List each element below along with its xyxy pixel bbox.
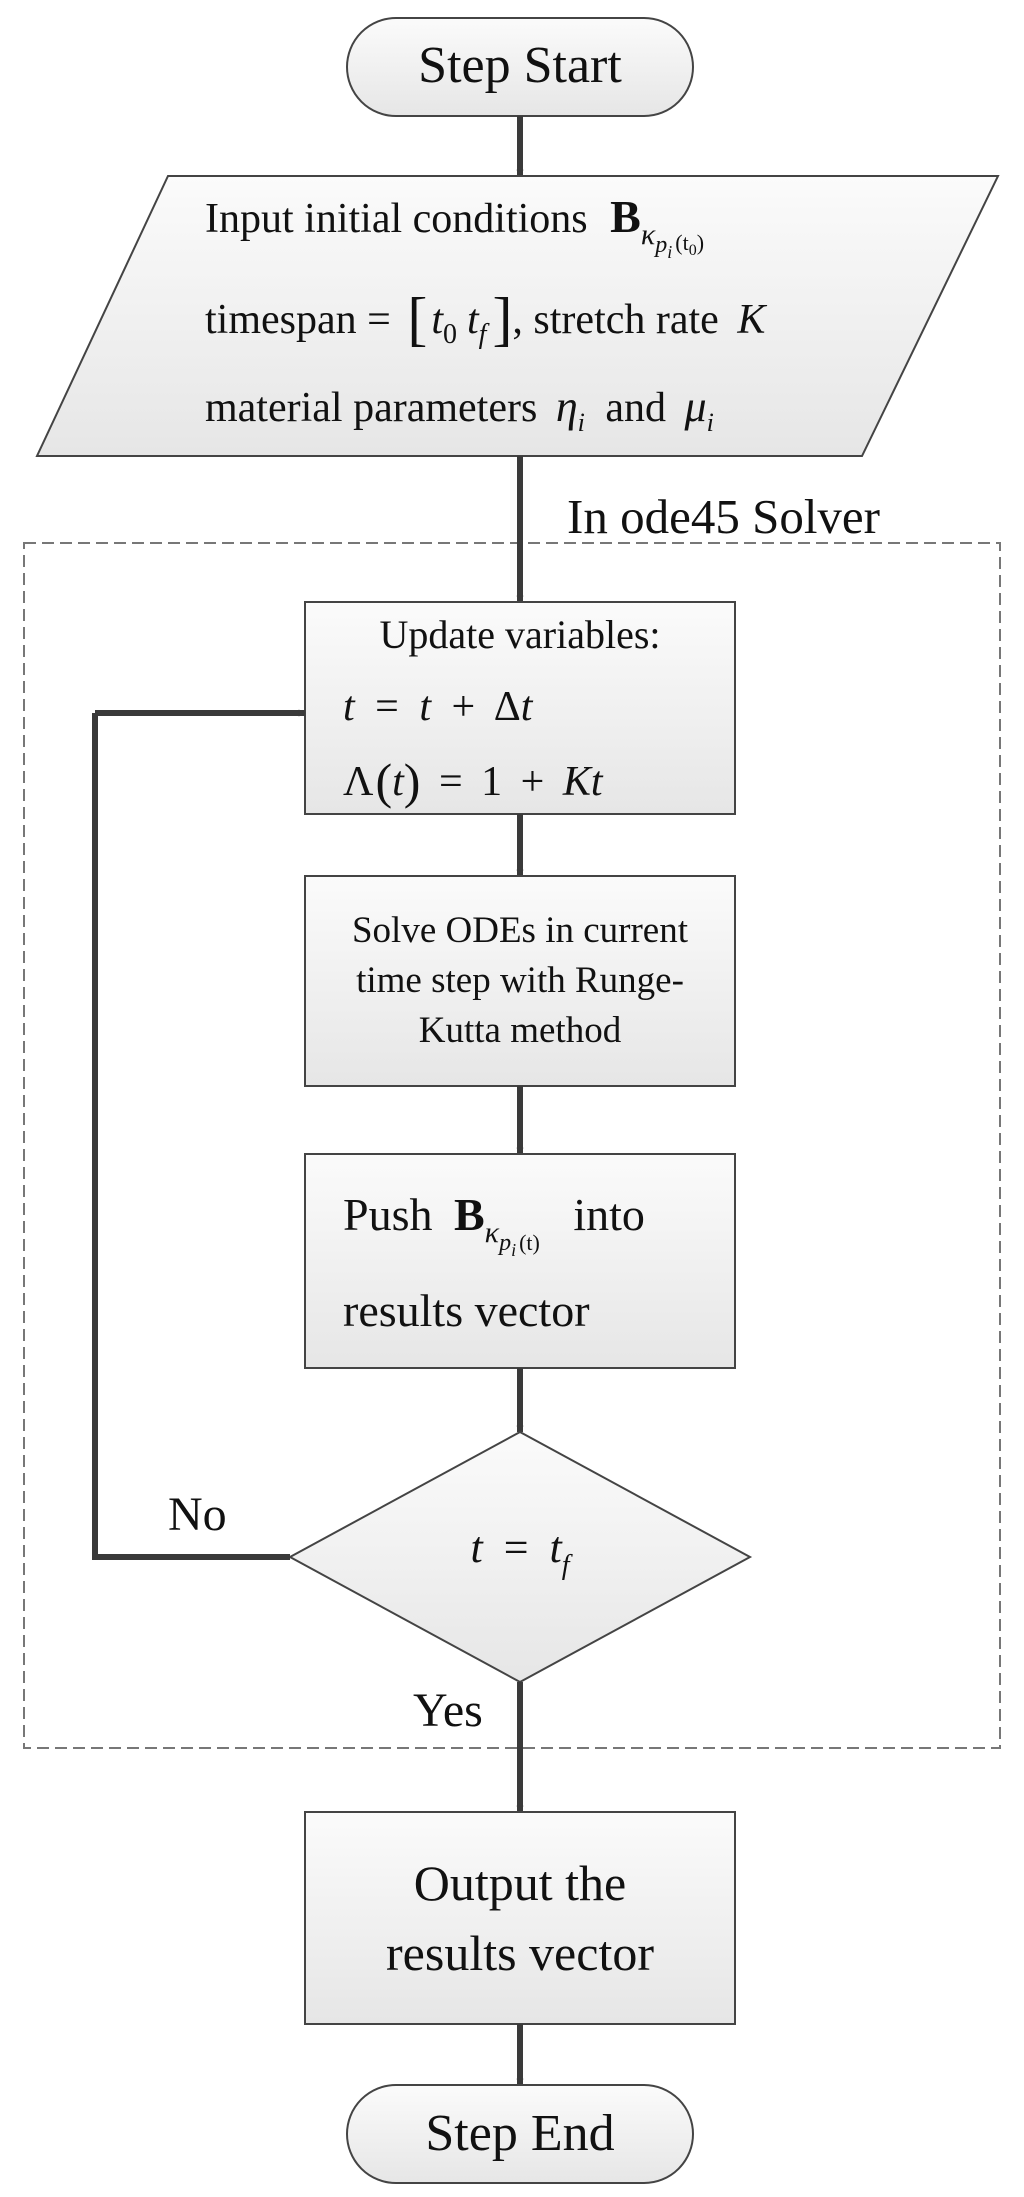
output-line2: results vector: [386, 1925, 654, 1981]
output-box: Output the results vector: [304, 1811, 736, 2025]
push-line2: results vector: [343, 1285, 590, 1336]
svg-text:t = t +: t = t + Δt: [343, 684, 534, 730]
svg-text:Push Bκpi(t) into: Push Bκpi(t) into: [343, 1189, 645, 1260]
update-title: Update variables:: [380, 612, 661, 657]
input-parallelogram: Input initial conditions Bκpi(t0) timesp…: [35, 175, 1000, 457]
start-terminal: Step Start: [346, 17, 694, 117]
start-label: Step Start: [418, 37, 622, 94]
solver-frame: [23, 542, 1001, 1749]
input-material-label: material parameters: [205, 385, 537, 431]
push-word1: Push: [343, 1189, 432, 1240]
update-box: Update variables: t = t + Δt Λ(t) = 1 + …: [304, 601, 736, 815]
input-line1: Input initial conditions: [205, 196, 588, 242]
svg-text:Input initial conditions: Input initial conditions Bκpi(t0): [205, 191, 704, 262]
push-box: Push Bκpi(t) into results vector: [304, 1153, 736, 1369]
end-terminal: Step End: [346, 2084, 694, 2184]
solve-line3: Kutta method: [419, 1010, 622, 1051]
input-timespan-label: timespan =: [205, 297, 391, 343]
branch-no-label: No: [168, 1488, 227, 1541]
svg-text:Λ(t) = 1 +: Λ(t) = 1 + Kt: [343, 753, 604, 809]
solve-line2: time step with Runge-: [356, 960, 684, 1001]
solve-box: Solve ODEs in current time step with Run…: [304, 875, 736, 1087]
loop-no-line: [92, 713, 290, 1560]
solver-label: In ode45 Solver: [567, 489, 880, 544]
decision-diamond: t = tf: [287, 1430, 753, 1684]
svg-text:t = tf: t = tf: [470, 1523, 572, 1581]
output-line1: Output the: [414, 1855, 626, 1911]
svg-text:material parameters ηi: material parameters ηi and μi: [205, 382, 714, 441]
branch-yes-label: Yes: [413, 1684, 483, 1737]
solve-line1: Solve ODEs in current: [352, 910, 689, 951]
end-label: Step End: [425, 2105, 614, 2162]
